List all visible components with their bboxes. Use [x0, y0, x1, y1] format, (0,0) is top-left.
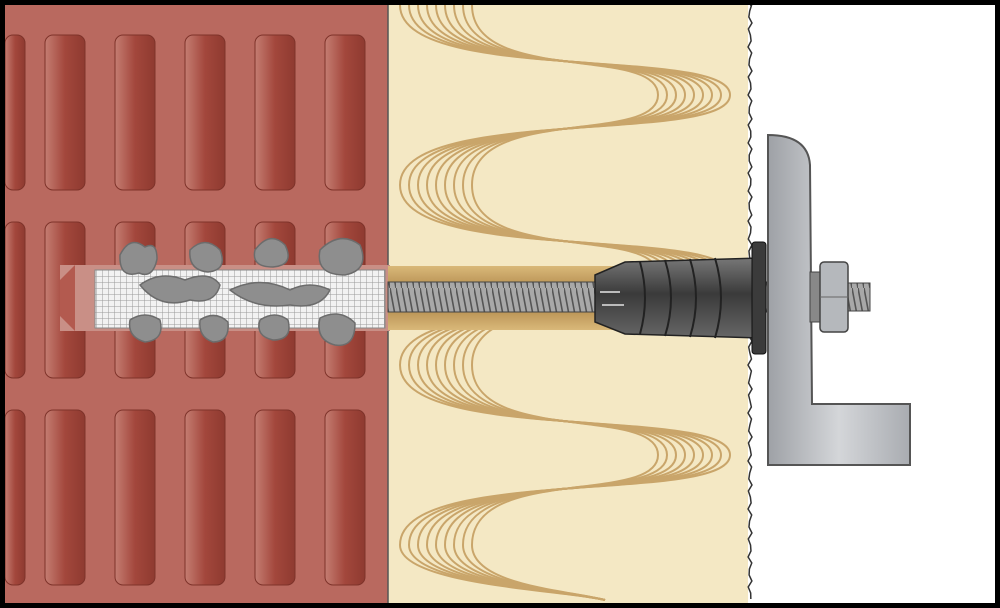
brick-slot: [4, 34, 26, 191]
washer: [751, 241, 767, 355]
brick-slot: [114, 409, 156, 586]
brick-slot: [184, 34, 226, 191]
threaded-rod-end: [844, 282, 871, 312]
brick-slot: [324, 409, 366, 586]
angle-bracket: [767, 133, 911, 466]
brick-slot: [4, 409, 26, 586]
brick-slot: [114, 34, 156, 191]
injection-mortar: [119, 237, 364, 347]
hex-nut: [809, 261, 849, 333]
insulation-plug: [594, 257, 761, 339]
brick-slot: [254, 409, 296, 586]
brick-slot: [324, 34, 366, 191]
brick-slot: [44, 34, 86, 191]
brick-slot: [44, 409, 86, 586]
brick-slot: [184, 409, 226, 586]
brick-slot: [4, 221, 26, 379]
brick-slot: [254, 34, 296, 191]
